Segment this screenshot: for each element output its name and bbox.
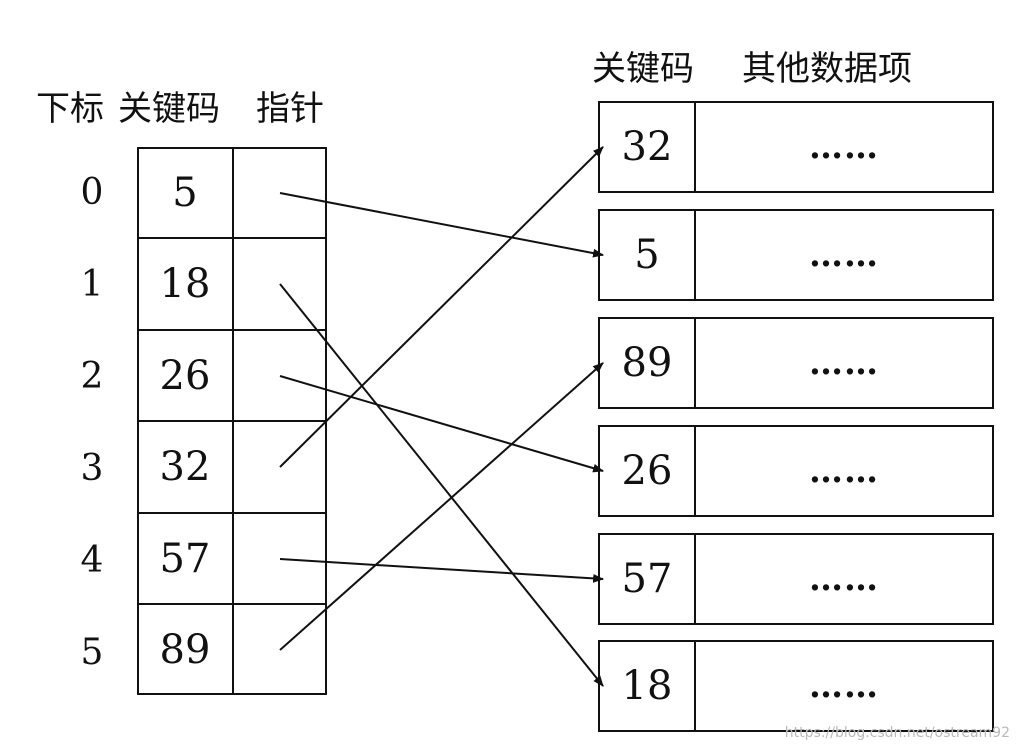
record-box-3: 26 …… <box>598 425 994 517</box>
table-key-cell-1: 18 <box>159 261 211 307</box>
record-box-1: 5 …… <box>598 209 994 301</box>
index-label-1: 1 <box>80 264 104 305</box>
pointer-arrow-3 <box>279 146 604 468</box>
pointer-arrow-2 <box>279 375 605 473</box>
record-box-2: 89 …… <box>598 317 994 409</box>
index-label-2: 2 <box>80 356 104 397</box>
record-other-1: …… <box>809 235 879 275</box>
index-label-4: 4 <box>80 540 104 581</box>
record-box-0: 32 …… <box>598 101 994 193</box>
header-record-other: 其他数据项 <box>742 49 912 89</box>
record-other-0: …… <box>809 127 879 167</box>
table-key-cell-4: 57 <box>159 535 211 582</box>
table-key-cell-5: 89 <box>159 626 211 673</box>
record-box-4: 57 …… <box>598 533 994 625</box>
record-key-4: 57 <box>600 535 696 623</box>
index-label-3: 3 <box>80 448 104 489</box>
header-record-key: 关键码 <box>592 49 694 89</box>
record-key-5: 18 <box>600 642 696 730</box>
pointer-arrow-0 <box>279 192 605 258</box>
header-key: 关键码 <box>118 89 220 129</box>
table-key-cell-2: 26 <box>159 352 211 399</box>
pointer-arrow-4 <box>279 558 605 583</box>
record-key-0: 32 <box>600 103 696 191</box>
pointer-arrow-5 <box>279 362 604 651</box>
record-key-3: 26 <box>600 427 696 515</box>
table-key-cell-3: 32 <box>159 444 211 490</box>
record-key-2: 89 <box>600 319 696 407</box>
index-label-0: 0 <box>80 172 104 213</box>
record-other-3: …… <box>809 451 879 491</box>
table-key-cell-0: 5 <box>172 169 198 216</box>
header-index: 下标 <box>36 89 104 129</box>
record-other-5: …… <box>809 666 879 706</box>
index-label-5: 5 <box>80 632 104 673</box>
pointer-arrow-1 <box>279 283 604 687</box>
record-key-1: 5 <box>600 211 696 299</box>
header-pointer: 指针 <box>256 89 324 129</box>
record-other-4: …… <box>809 559 879 599</box>
watermark-text: https://blog.csdn.net/ostream92 <box>784 725 1010 741</box>
record-other-2: …… <box>809 343 879 383</box>
record-box-5: 18 …… <box>598 640 994 732</box>
